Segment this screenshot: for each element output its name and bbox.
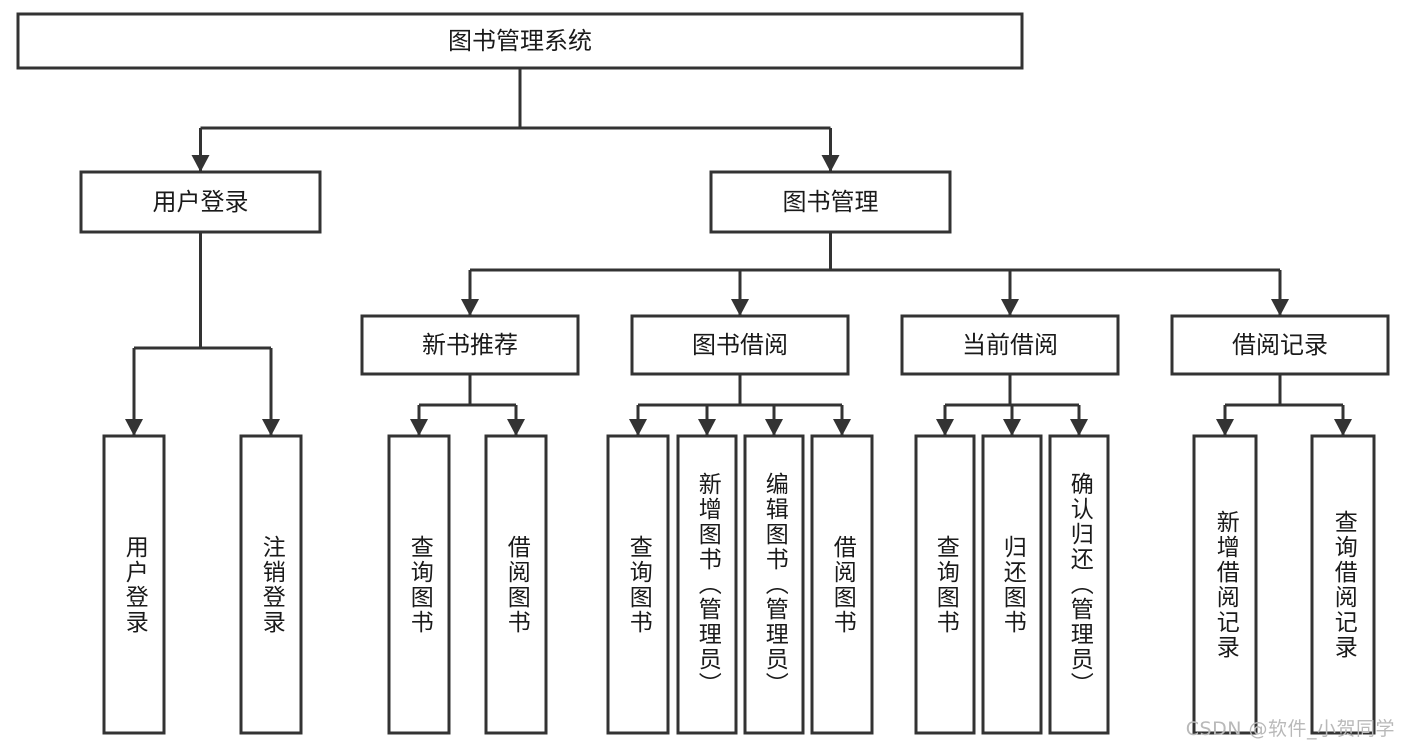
arrowhead-图书借阅-to-leaf-1 xyxy=(698,419,716,436)
node-l2-1[interactable] xyxy=(630,314,850,376)
arrowhead-用户登录-to-leaf-1 xyxy=(262,419,280,436)
node-l2-2[interactable] xyxy=(900,314,1120,376)
arrowhead-图书借阅-to-leaf-3 xyxy=(833,419,851,436)
node-leaf-4[interactable] xyxy=(606,434,670,735)
node-leaf-2[interactable] xyxy=(387,434,451,735)
arrowhead-l1-to-l2-0 xyxy=(461,299,479,316)
edge-layer xyxy=(125,68,1352,436)
arrowhead-l1-to-l2-2 xyxy=(1001,299,1019,316)
arrowhead-图书借阅-to-leaf-2 xyxy=(765,419,783,436)
node-root-label: 图书管理系统 xyxy=(448,27,592,55)
arrowhead-l1-to-l2-3 xyxy=(1271,299,1289,316)
arrowhead-l1-to-l2-1 xyxy=(731,299,749,316)
node-leaf-11[interactable] xyxy=(1192,434,1258,735)
node-l2-label-0: 新书推荐 xyxy=(422,331,518,359)
node-l1-label-0: 用户登录 xyxy=(153,188,249,216)
arrowhead-新书推荐-to-leaf-1 xyxy=(507,419,525,436)
node-leaf-9[interactable] xyxy=(981,434,1043,735)
node-l2-0[interactable] xyxy=(360,314,580,376)
arrowhead-借阅记录-to-leaf-0 xyxy=(1216,419,1234,436)
node-leaf-3[interactable] xyxy=(484,434,548,735)
arrowhead-借阅记录-to-leaf-1 xyxy=(1334,419,1352,436)
arrowhead-当前借阅-to-leaf-2 xyxy=(1070,419,1088,436)
node-leaf-1[interactable] xyxy=(239,434,303,735)
arrowhead-root-to-l1-0 xyxy=(191,155,210,172)
node-l1-label-1: 图书管理 xyxy=(783,188,879,216)
watermark: CSDN @软件_小贺同学 xyxy=(1185,718,1395,740)
node-l2-3[interactable] xyxy=(1170,314,1390,376)
node-l1-1[interactable] xyxy=(709,170,952,234)
arrowhead-图书借阅-to-leaf-0 xyxy=(629,419,647,436)
arrowhead-root-to-l1-1 xyxy=(821,155,840,172)
node-l1-0[interactable] xyxy=(79,170,322,234)
node-leaf-10[interactable] xyxy=(1048,434,1110,735)
arrowhead-用户登录-to-leaf-0 xyxy=(125,419,143,436)
node-root[interactable] xyxy=(16,12,1024,70)
arrowhead-当前借阅-to-leaf-1 xyxy=(1003,419,1021,436)
arrowhead-当前借阅-to-leaf-0 xyxy=(936,419,954,436)
node-leaf-8[interactable] xyxy=(914,434,976,735)
arrowhead-新书推荐-to-leaf-0 xyxy=(410,419,428,436)
node-l2-label-3: 借阅记录 xyxy=(1232,331,1328,359)
node-leaf-5[interactable] xyxy=(676,434,738,735)
node-l2-label-2: 当前借阅 xyxy=(962,331,1058,359)
node-leaf-6[interactable] xyxy=(743,434,805,735)
node-l2-label-1: 图书借阅 xyxy=(692,331,788,359)
box-layer xyxy=(16,12,1390,735)
node-leaf-12[interactable] xyxy=(1310,434,1376,735)
node-leaf-7[interactable] xyxy=(810,434,874,735)
node-leaf-0[interactable] xyxy=(102,434,166,735)
